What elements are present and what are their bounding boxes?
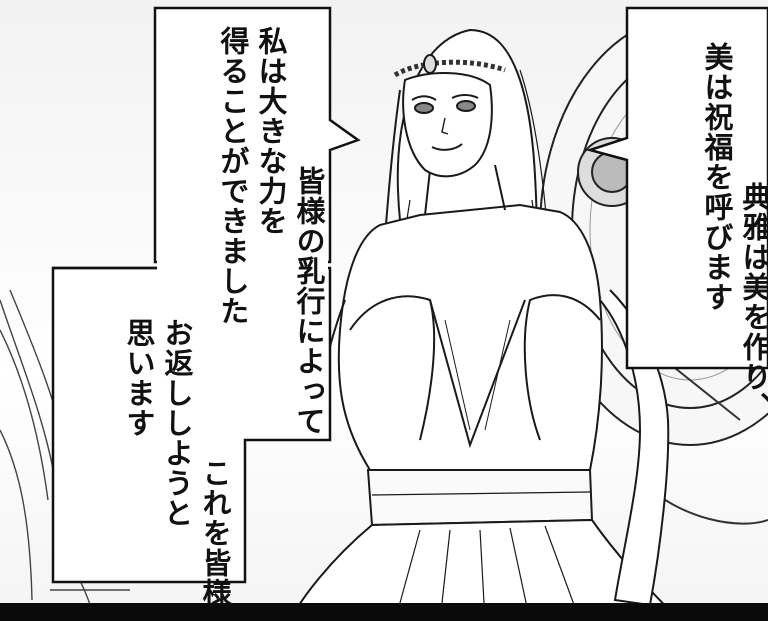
- panel-bottom-border: [0, 603, 768, 621]
- speech-line: 皆様の乳行によって: [292, 166, 326, 436]
- speech-line: お返ししようと: [160, 318, 194, 528]
- speech-line: 美は祝福を呼びます: [700, 42, 734, 312]
- speech-line: 私は大きな力を: [254, 26, 288, 236]
- speech-text-lower-left: これを皆様にお返ししようと思います: [82, 318, 272, 621]
- speech-text-top: 皆様の乳行によって私は大きな力を得ることができました: [176, 26, 366, 436]
- speech-line: 思います: [122, 318, 156, 438]
- speech-line: 得ることができました: [216, 26, 250, 326]
- speech-line: これを皆様に: [198, 458, 232, 621]
- speech-text-right: 典雅は美を作り、美は祝福を呼びます: [660, 42, 768, 422]
- face: [393, 54, 506, 178]
- speech-line: 典雅は美を作り、: [738, 182, 768, 422]
